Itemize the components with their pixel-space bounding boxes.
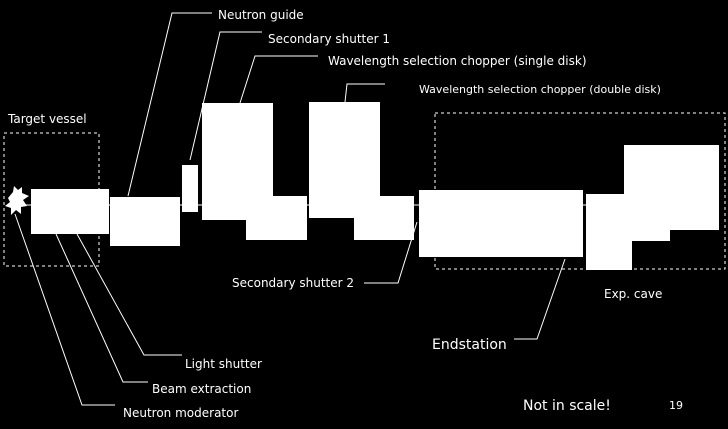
leader-neutron-guide (127, 12, 212, 197)
label-endstation: Endstation (432, 337, 507, 353)
note-not-in-scale: Not in scale! (523, 398, 611, 414)
label-neutron-moderator: Neutron moderator (123, 406, 239, 420)
leader-endstation (514, 258, 566, 340)
beam-extraction-block (31, 189, 109, 234)
label-secondary-shutter-1: Secondary shutter 1 (268, 32, 391, 46)
leader-chopper-double (344, 83, 385, 103)
chopper-single-block (309, 102, 414, 240)
leader-secondary-shutter-1 (189, 31, 262, 161)
leader-secondary-shutter-2 (364, 221, 418, 284)
label-beam-extraction: Beam extraction (152, 382, 252, 396)
secondary-shutter-1-block (202, 103, 307, 240)
leader-neutron-moderator (14, 213, 115, 406)
leader-beam-extraction (55, 233, 148, 383)
label-secondary-shutter-2: Secondary shutter 2 (232, 276, 355, 290)
label-neutron-guide: Neutron guide (218, 8, 304, 22)
neutron-guide-block (182, 165, 198, 212)
chopper-double-block (419, 190, 583, 257)
label-chopper-single: Wavelength selection chopper (single dis… (328, 54, 587, 68)
leader-light-shutter (76, 233, 182, 356)
light-shutter-block (110, 197, 180, 246)
leader-chopper-single (239, 55, 318, 104)
slide-number: 19 (669, 399, 683, 412)
neutron-moderator-burst (5, 186, 29, 215)
endstation-box (434, 112, 726, 270)
label-light-shutter: Light shutter (185, 357, 262, 371)
label-exp-cave: Exp. cave (604, 287, 663, 301)
label-target-vessel: Target vessel (8, 112, 87, 126)
label-chopper-double: Wavelength selection chopper (double dis… (419, 83, 661, 96)
exp-cave-block (586, 145, 719, 270)
